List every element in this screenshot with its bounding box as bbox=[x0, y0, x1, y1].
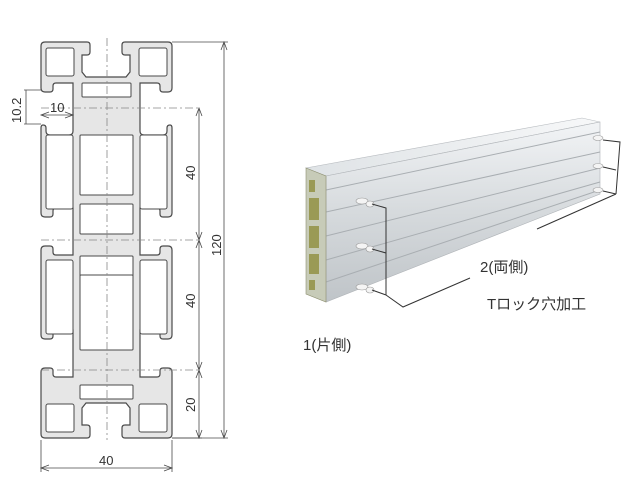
label-t-lock-processing: Tロック穴加工 bbox=[487, 296, 587, 313]
profile-side-face bbox=[325, 121, 601, 303]
label-both-sides: 2(両側) bbox=[480, 259, 529, 276]
dim-slot-depth: 10.2 bbox=[9, 98, 24, 123]
dim-pitch-upper: 40 bbox=[183, 166, 198, 180]
leader-lines bbox=[371, 139, 621, 308]
label-one-side: 1(片側) bbox=[303, 337, 352, 354]
dim-pitch-lower: 20 bbox=[183, 398, 198, 412]
cross-section-drawing: 10.2 10 40 120 40 20 40 bbox=[9, 38, 228, 472]
dim-slot-width: 10 bbox=[50, 100, 64, 115]
profile-cavities bbox=[45, 47, 168, 433]
dim-pitch-middle: 40 bbox=[183, 294, 198, 308]
isometric-profile-render bbox=[304, 117, 621, 308]
center-lines bbox=[41, 38, 200, 440]
dimension-lines bbox=[24, 40, 228, 472]
dim-width: 40 bbox=[99, 453, 113, 468]
dim-total-height: 120 bbox=[209, 234, 224, 256]
